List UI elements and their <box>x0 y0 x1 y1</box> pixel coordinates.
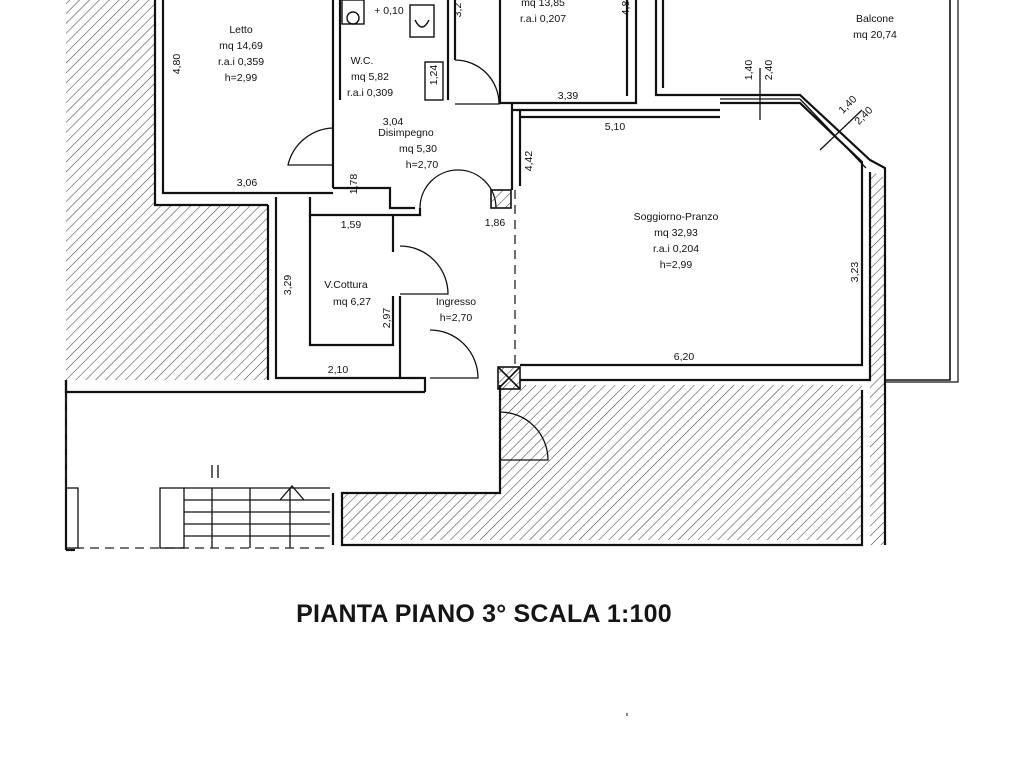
wc-name: W.C. <box>351 55 374 67</box>
dashed-boundaries <box>65 190 516 550</box>
dim-letto-width: 3,06 <box>237 177 258 189</box>
balcone-area: mq 20,74 <box>853 29 897 41</box>
letto-area: mq 14,69 <box>219 40 263 52</box>
camera2-ral: r.a.i 0,207 <box>520 13 566 25</box>
wc-fixtures <box>341 0 444 101</box>
letto-height: h=2,99 <box>225 72 258 84</box>
walls <box>64 0 959 552</box>
dim-corridor-depth: 1,78 <box>348 174 360 195</box>
dim-camera2-width: 3,39 <box>558 90 579 102</box>
dim-living-left: 4,42 <box>523 151 535 172</box>
cottura-name: V.Cottura <box>324 279 368 291</box>
dim-camera2-top: 4,8 <box>620 1 632 16</box>
balcone-name: Balcone <box>856 13 894 25</box>
dim-kitchen-inner: 2,97 <box>381 308 393 329</box>
soggiorno-area: mq 32,93 <box>654 227 698 239</box>
dim-wc-small: 1,24 <box>428 65 440 86</box>
dim-balcony-a1: 1,40 <box>743 60 755 81</box>
wc-area: mq 5,82 <box>351 71 389 83</box>
dim-wc-width: 3,04 <box>383 116 404 128</box>
dim-living-bottom: 6,20 <box>674 351 695 363</box>
soggiorno-ral: r.a.i 0,204 <box>653 243 699 255</box>
stairs <box>65 465 330 549</box>
dim-balcony-b1: 1,40 <box>836 93 859 116</box>
cottura-area: mq 6,27 <box>333 296 371 308</box>
dim-wc-top: 3,2 <box>452 3 464 18</box>
disimpegno-area: mq 5,30 <box>399 143 437 155</box>
letto-name: Letto <box>229 24 253 36</box>
bay-window <box>720 68 867 169</box>
letto-ral: r.a.i 0,359 <box>218 56 264 68</box>
plan-caption: PIANTA PIANO 3° SCALA 1:100 <box>296 600 672 628</box>
camera2-area: mq 13,85 <box>521 0 565 9</box>
dim-balcony-b2: 2,40 <box>852 104 875 127</box>
dim-kitchen-bottom: 2,10 <box>328 364 349 376</box>
ingresso-name: Ingresso <box>436 296 476 308</box>
dim-kitchen-height: 3,29 <box>282 275 294 296</box>
room-labels: Letto mq 14,69 r.a.i 0,359 h=2,99 mq 13,… <box>218 0 897 324</box>
soggiorno-name: Soggiorno-Pranzo <box>634 211 719 223</box>
disimpegno-height: h=2,70 <box>406 159 439 171</box>
wc-ral: r.a.i 0,309 <box>347 87 393 99</box>
dim-letto-height: 4,80 <box>171 54 183 75</box>
wc-level: + 0,10 <box>374 5 404 17</box>
ingresso-height: h=2,70 <box>440 312 473 324</box>
dim-pillar: 1,86 <box>485 217 506 229</box>
scan-dot <box>626 713 628 716</box>
disimpegno-name: Disimpegno <box>378 127 434 139</box>
dim-balcony-a2: 2,40 <box>763 60 775 81</box>
pillars <box>490 189 521 390</box>
soggiorno-height: h=2,99 <box>660 259 693 271</box>
hatched-terrace-areas <box>66 0 885 545</box>
dim-kitchen-top: 1,59 <box>341 219 362 231</box>
dim-living-top: 5,10 <box>605 121 626 133</box>
dim-living-right: 3,23 <box>849 262 861 283</box>
